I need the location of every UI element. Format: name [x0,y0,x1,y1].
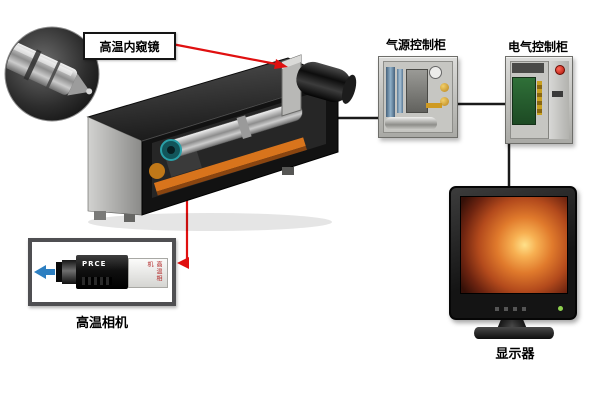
camera-rear-unit: 高温相机 [128,258,168,288]
red-arrowhead-scope [274,59,288,69]
air-cabinet-handle [426,103,442,108]
air-cabinet-gauge [429,66,442,79]
camera-lens-ring [56,262,62,282]
electric-control-cabinet [505,56,573,144]
air-cabinet-knob [440,83,449,92]
emergency-button [555,65,565,75]
electric-cabinet-module [512,63,544,73]
monitor [449,186,577,320]
air-cabinet-blue-cylinder [386,67,395,117]
blue-arrow-shaft [46,269,55,275]
camera-grill [82,277,112,285]
camera-rear-text: 高温相机 [146,261,162,282]
power-led [558,306,563,311]
monitor-stand-base [474,327,554,339]
monitor-screen [460,196,568,294]
air-cabinet-regulator [406,69,428,113]
air-cabinet-knob-2 [440,97,449,106]
monitor-buttons [495,307,531,311]
monitor-label: 显示器 [495,347,535,362]
electric-cabinet-label: 电气控制柜 [507,40,568,54]
blue-arrow-icon [34,265,46,279]
camera-lens-barrel [62,260,76,284]
camera-body: PRCE [76,255,128,289]
electric-cabinet-switch [552,91,563,97]
camera-photo-frame: PRCE 高温相机 [28,238,176,306]
camera-label: 高温相机 [75,316,128,331]
endoscope-callout-box: 高温内窥镜 [83,32,176,60]
electric-cabinet-pcb [512,77,536,125]
electric-cabinet-door [548,61,569,139]
electric-cabinet-wiring [537,81,542,115]
air-cabinet-label: 气源控制柜 [385,38,446,52]
air-control-cabinet [378,56,458,138]
endoscope-callout-label: 高温内窥镜 [99,39,160,54]
endoscope-machine-illustration [86,54,357,231]
red-line-to-scope [171,42,277,66]
red-arrowhead-camera [177,257,189,269]
air-cabinet-tank [385,117,437,130]
camera-brand-text: PRCE [82,260,107,268]
air-cabinet-blue-cylinder-2 [397,69,403,113]
